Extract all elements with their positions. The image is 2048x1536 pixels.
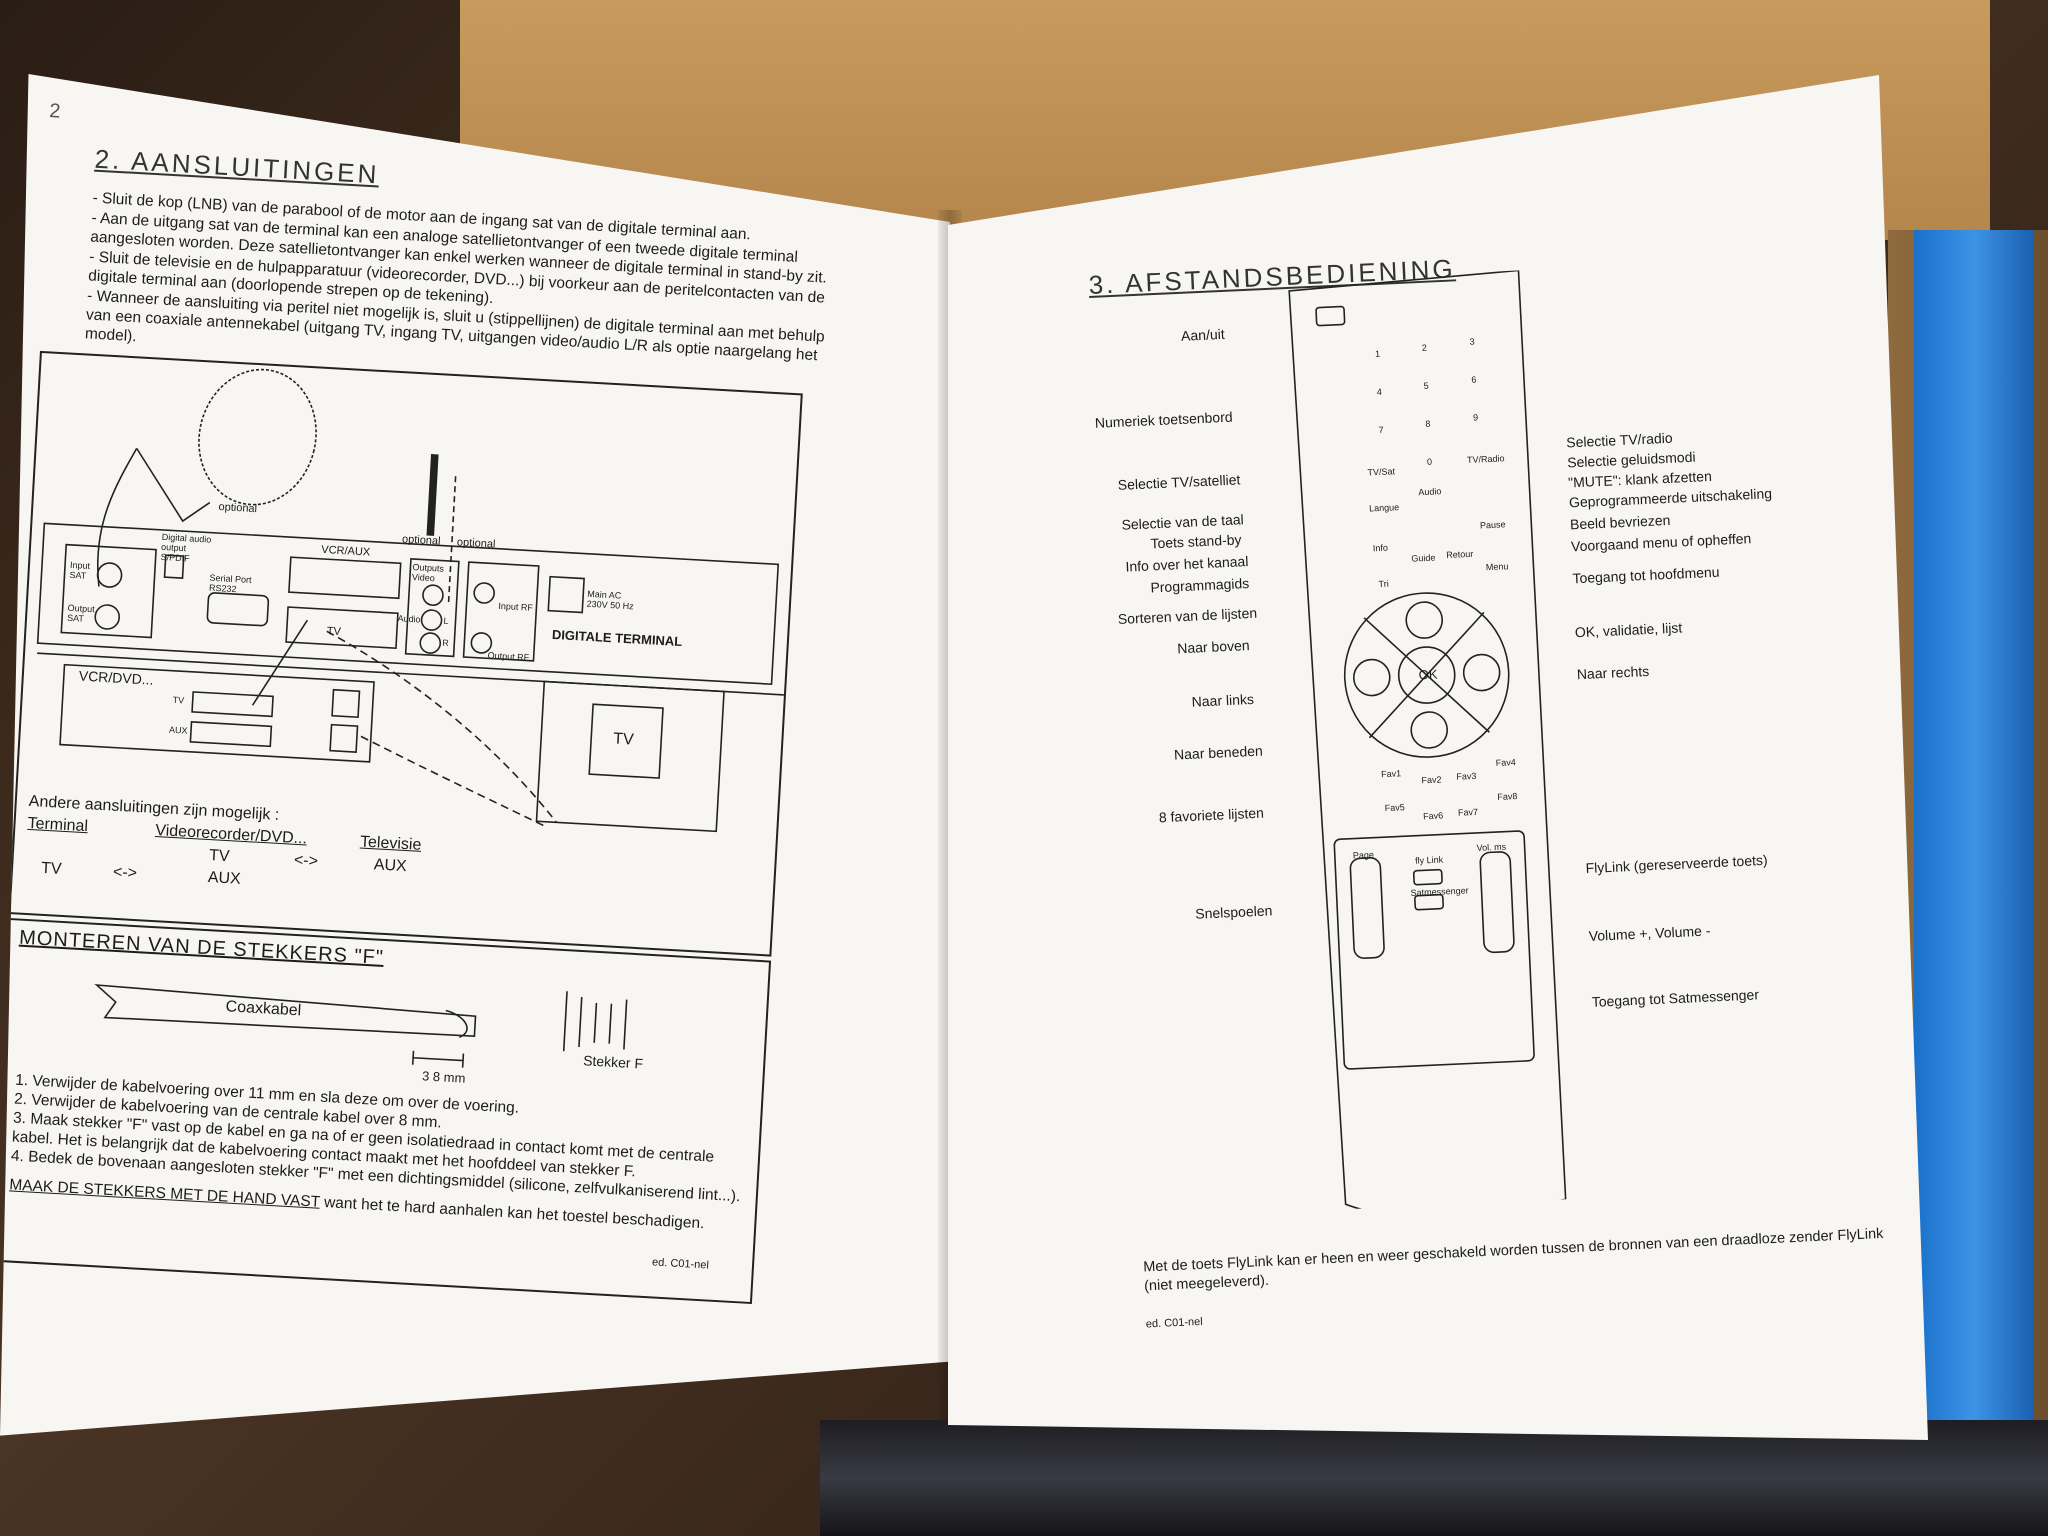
alt-r2-tv: TV <box>40 859 62 878</box>
key-audio: Audio <box>1418 486 1442 498</box>
label-sorteren-lijsten: Sorteren van de lijsten <box>1117 604 1258 627</box>
label-measure: 3 8 mm <box>421 1068 466 1086</box>
key-2: 2 <box>1421 342 1428 353</box>
right-edition: ed. C01-nel <box>1145 1315 1203 1331</box>
alt-r1-arrow: <-> <box>293 851 319 871</box>
label-numeriek-toetsenbord: Numeriek toetsenbord <box>1094 408 1233 431</box>
label-naar-rechts: Naar rechts <box>1576 662 1650 683</box>
label-selectie-tv-radio: Selectie TV/radio <box>1565 429 1673 451</box>
key-9: 9 <box>1472 412 1479 423</box>
key-guide: Guide <box>1411 552 1436 564</box>
label-optional-2: optional <box>401 533 441 548</box>
key-fav2: Fav2 <box>1421 774 1442 786</box>
key-fav4: Fav4 <box>1495 757 1517 769</box>
label-optional-3: optional <box>456 536 496 551</box>
label-selectie-geluidsmodi: Selectie geluidsmodi <box>1566 448 1696 471</box>
label-input-rf: Input RF <box>498 600 534 613</box>
label-audio: Audio <box>397 613 421 625</box>
key-fav5: Fav5 <box>1384 802 1405 814</box>
key-langue: Langue <box>1368 502 1400 514</box>
key-fav7: Fav7 <box>1457 806 1479 818</box>
alt-header-tv: Televisie <box>359 833 422 854</box>
key-7: 7 <box>1378 424 1384 435</box>
label-selectie-taal: Selectie van de taal <box>1121 511 1245 533</box>
key-1: 1 <box>1374 348 1381 360</box>
key-fav1: Fav1 <box>1380 768 1402 780</box>
label-ok-validatie: OK, validatie, lijst <box>1574 619 1683 641</box>
left-edition: ed. C01-nel <box>651 1256 710 1272</box>
key-fav6: Fav6 <box>1422 810 1444 822</box>
key-flylink: fly Link <box>1414 854 1444 866</box>
alt-r1-tv: TV <box>208 847 230 866</box>
key-3: 3 <box>1469 336 1475 347</box>
key-vol: Vol. ms <box>1476 841 1507 853</box>
label-selectie-tv-satelliet: Selectie TV/satelliet <box>1117 471 1241 493</box>
label-tv-box: TV <box>612 730 635 749</box>
key-tv-radio: TV/Radio <box>1466 453 1505 465</box>
key-6: 6 <box>1471 374 1477 385</box>
coax-cable-drawing <box>94 983 628 1068</box>
label-hoofdmenu: Toegang tot hoofdmenu <box>1572 563 1720 587</box>
key-5: 5 <box>1423 380 1429 391</box>
label-serial-port: Serial Port RS232 <box>208 572 252 595</box>
label-satmessenger: Toegang tot Satmessenger <box>1591 986 1760 1010</box>
key-fav3: Fav3 <box>1456 770 1477 782</box>
key-tri: Tri <box>1378 578 1389 590</box>
label-naar-boven: Naar boven <box>1176 637 1250 657</box>
connection-diagram-drawing <box>36 368 784 833</box>
label-voorgaand-menu: Voorgaand menu of opheffen <box>1570 530 1752 555</box>
label-flylink: FlyLink (gereserveerde toets) <box>1585 851 1768 877</box>
label-digital-audio: Digital audio output S/PDIF <box>160 531 212 564</box>
label-favoriete-lijsten: 8 favoriete lijsten <box>1158 804 1265 826</box>
label-output-sat: Output SAT <box>66 602 95 624</box>
label-programmagids: Programmagids <box>1150 575 1250 596</box>
right-page: 3. AFSTANDSBEDIENING 1 2 3 <box>948 75 1928 1440</box>
key-page: Page <box>1352 849 1375 861</box>
flylink-note: Met de toets FlyLink kan er heen en weer… <box>1142 1225 1884 1295</box>
key-fav8: Fav8 <box>1497 791 1518 802</box>
label-input-sat: Input SAT <box>69 559 91 581</box>
label-tv-scart: TV <box>326 625 342 639</box>
key-pause: Pause <box>1479 519 1506 531</box>
key-menu: Menu <box>1485 561 1509 573</box>
alt-r2-aux: AUX <box>207 869 242 888</box>
label-stekker-f: Stekker F <box>582 1052 644 1072</box>
key-retour: Retour <box>1446 548 1474 561</box>
remote-control-drawing <box>1288 269 1567 1211</box>
right-page-content: 3. AFSTANDSBEDIENING 1 2 3 <box>1088 235 1884 1330</box>
label-outputs-video: Outputs Video <box>411 561 445 584</box>
label-volume: Volume +, Volume - <box>1588 922 1711 944</box>
alt-r2-arrow: <-> <box>112 863 138 883</box>
left-page-content: 2 2. AANSLUITINGEN - Sluit de kop (LNB) … <box>0 100 849 1306</box>
mount-warning-underlined: MAAK DE STEKKERS MET DE HAND VAST <box>8 1176 321 1211</box>
label-info-kanaal: Info over het kanaal <box>1125 553 1249 575</box>
key-4: 4 <box>1376 386 1383 398</box>
label-audio-r: R <box>442 637 450 649</box>
mount-f-plug-section: MONTEREN VAN DE STEKKERS "F" Coaxkabel 3… <box>0 917 772 1305</box>
label-beeld-bevriezen: Beeld bevriezen <box>1569 511 1671 533</box>
label-vcr-tv: TV <box>172 694 185 706</box>
label-mains: Main AC 230V 50 Hz <box>586 588 634 612</box>
key-tv-sat: TV/Sat <box>1367 466 1396 478</box>
blue-binder <box>1914 230 2034 1536</box>
key-0: 0 <box>1426 456 1433 467</box>
label-aan-uit: Aan/uit <box>1180 325 1225 344</box>
key-ok: OK <box>1418 666 1438 683</box>
plastic-wrap <box>820 1420 2048 1536</box>
key-info: Info <box>1372 542 1389 554</box>
label-naar-beneden: Naar beneden <box>1173 742 1264 763</box>
alt-header-terminal: Terminal <box>27 814 89 836</box>
label-optional-1: optional <box>218 501 258 516</box>
label-mute: "MUTE": klank afzetten <box>1567 467 1713 491</box>
left-page: 2 2. AANSLUITINGEN - Sluit de kop (LNB) … <box>0 74 950 1436</box>
label-naar-links: Naar links <box>1191 690 1255 710</box>
key-8: 8 <box>1425 418 1431 429</box>
label-snelspoelen: Snelspoelen <box>1194 902 1273 922</box>
label-audio-l: L <box>443 615 449 627</box>
connection-diagram: optional optional optional Digital audio… <box>8 350 803 957</box>
alt-r1-aux: AUX <box>373 856 408 876</box>
label-vcr-aux: AUX <box>168 724 188 736</box>
label-toets-stand-by: Toets stand-by <box>1150 531 1242 552</box>
